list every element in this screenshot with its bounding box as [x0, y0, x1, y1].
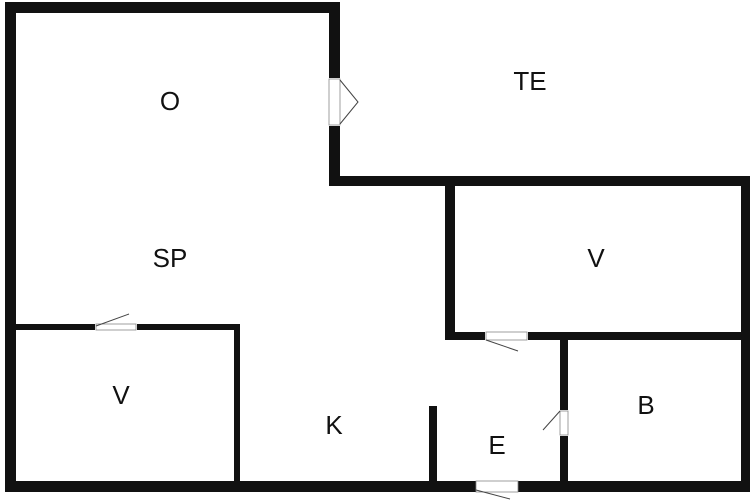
room-label-v-left: V [112, 380, 130, 410]
wall-e-b-lower [560, 436, 568, 488]
room-label-sp: SP [153, 243, 188, 273]
wall-bottom [5, 481, 750, 492]
room-label-b: B [637, 390, 654, 420]
wall-e-b-upper [560, 336, 568, 410]
wall-v-left-right [234, 324, 240, 488]
room-label-o: O [160, 86, 180, 116]
wall-o-te-upper [329, 2, 340, 78]
walls [5, 2, 750, 492]
door-o-te [328, 78, 341, 126]
room-label-te: TE [513, 66, 546, 96]
door-v-right-leaf [485, 339, 519, 352]
wall-v-left-top-b [137, 324, 240, 330]
wall-top-left [5, 2, 340, 13]
wall-v-right-left [445, 182, 455, 339]
room-labels: O TE SP V V K E B [112, 66, 654, 460]
doors [95, 78, 569, 500]
wall-k-e-stub [429, 406, 437, 486]
wall-v-right-bottom-a [445, 332, 485, 340]
door-entrance [475, 480, 519, 493]
door-sp-v-left-leaf [95, 313, 130, 327]
wall-o-te-lower [329, 126, 340, 186]
wall-below-te [329, 176, 750, 186]
room-label-e: E [488, 430, 505, 460]
door-entrance-leaf [475, 489, 511, 500]
door-e-b-leaf [542, 410, 561, 431]
wall-v-right-bottom-b [528, 332, 750, 340]
door-v-right [485, 331, 528, 341]
door-e-b [559, 410, 569, 436]
room-label-k: K [325, 410, 343, 440]
room-label-v-right: V [587, 243, 605, 273]
door-o-te-leaf [339, 79, 359, 125]
wall-v-left-top-a [10, 324, 95, 330]
door-sp-v-left [95, 323, 137, 331]
wall-left [5, 2, 16, 492]
